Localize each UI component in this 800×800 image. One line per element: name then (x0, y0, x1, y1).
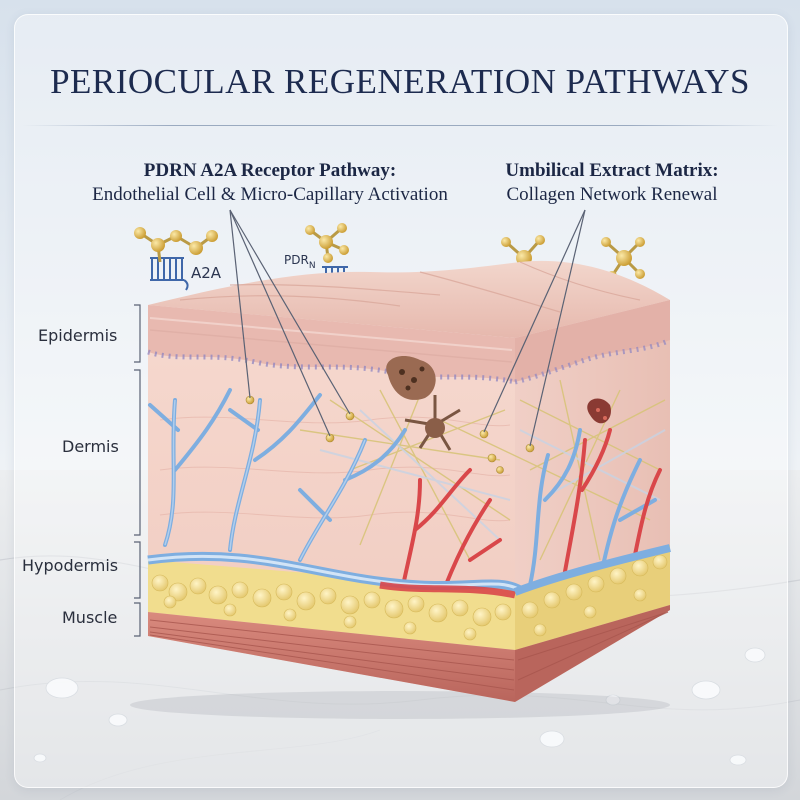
layer-label-muscle: Muscle (62, 608, 117, 627)
layer-label-hypodermis: Hypodermis (22, 556, 118, 575)
a2a-label: A2A (191, 264, 222, 282)
pdrn-molecule-icon-center (305, 223, 349, 263)
skin-block (130, 261, 670, 719)
layer-label-dermis: Dermis (62, 437, 119, 456)
a2a-receptor-icon (150, 258, 188, 290)
pdrn-label: PDRN (284, 253, 316, 271)
pdrn-molecule-icon-left (134, 227, 218, 262)
pdrn-subscript: N (309, 261, 316, 271)
layer-brackets (134, 305, 140, 636)
layer-label-epidermis: Epidermis (38, 326, 117, 345)
